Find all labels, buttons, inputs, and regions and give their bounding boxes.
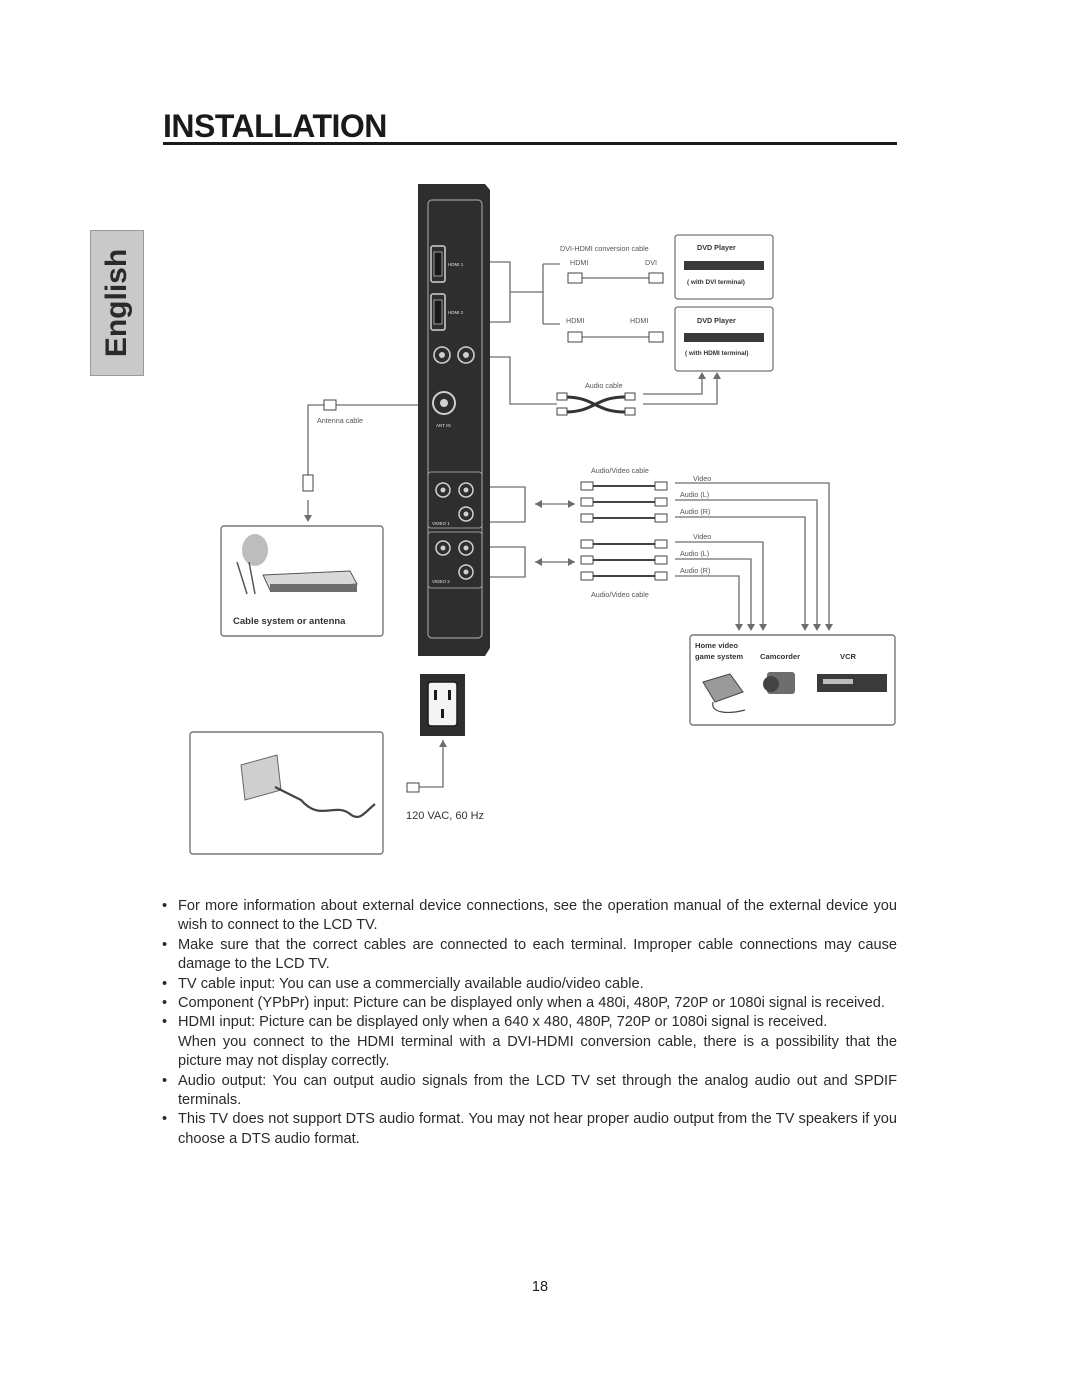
- svg-text:( with DVI terminal): ( with DVI terminal): [687, 279, 745, 286]
- svg-text:Home video: Home video: [695, 641, 738, 650]
- title-underline: [163, 142, 897, 145]
- note-subtext: When you connect to the HDMI terminal wi…: [178, 1033, 897, 1070]
- svg-text:Antenna cable: Antenna cable: [317, 416, 363, 425]
- svg-text:Cable system or antenna: Cable system or antenna: [233, 616, 346, 627]
- svg-text:VCR: VCR: [840, 652, 857, 661]
- svg-text:ANT IN: ANT IN: [436, 423, 451, 428]
- language-tab: English: [90, 230, 144, 376]
- installation-notes: For more information about external devi…: [160, 897, 897, 1149]
- note-item: TV cable input: You can use a commercial…: [160, 975, 897, 995]
- note-item: Component (YPbPr) input: Picture can be …: [160, 994, 897, 1014]
- svg-text:DVI-HDMI conversion cable: DVI-HDMI conversion cable: [560, 244, 649, 253]
- connection-diagram: HDMI 1 HDMI 2 ANT IN VIDEO 1 VIDEO 2 DVI…: [189, 184, 896, 855]
- svg-text:VIDEO 1: VIDEO 1: [432, 521, 450, 526]
- svg-text:Audio (L): Audio (L): [680, 490, 709, 499]
- svg-text:Audio cable: Audio cable: [585, 381, 623, 390]
- language-label: English: [100, 248, 133, 358]
- svg-text:Audio/Video cable: Audio/Video cable: [591, 466, 649, 475]
- page-number: 18: [531, 1279, 549, 1295]
- svg-text:HDMI: HDMI: [566, 316, 584, 325]
- svg-text:game system: game system: [695, 652, 743, 661]
- note-item: Make sure that the correct cables are co…: [160, 936, 897, 975]
- svg-text:HDMI 1: HDMI 1: [448, 262, 464, 267]
- note-item: This TV does not support DTS audio forma…: [160, 1110, 897, 1149]
- svg-text:( with HDMI terminal): ( with HDMI terminal): [685, 350, 749, 357]
- svg-text:Audio (R): Audio (R): [680, 566, 710, 575]
- page-title: INSTALLATION: [163, 108, 387, 144]
- svg-text:Audio/Video cable: Audio/Video cable: [591, 590, 649, 599]
- note-item: HDMI input: Picture can be displayed onl…: [160, 1013, 897, 1071]
- svg-text:Camcorder: Camcorder: [760, 652, 800, 661]
- svg-text:VIDEO 2: VIDEO 2: [432, 579, 450, 584]
- svg-text:DVD Player: DVD Player: [697, 316, 736, 325]
- svg-text:Video: Video: [693, 474, 711, 483]
- svg-text:HDMI: HDMI: [630, 316, 648, 325]
- svg-text:DVI: DVI: [645, 258, 657, 267]
- svg-text:DVD Player: DVD Player: [697, 243, 736, 252]
- svg-text:Audio (L): Audio (L): [680, 549, 709, 558]
- svg-text:HDMI: HDMI: [570, 258, 588, 267]
- note-item: Audio output: You can output audio signa…: [160, 1072, 897, 1111]
- svg-text:Video: Video: [693, 532, 711, 541]
- svg-text:Audio (R): Audio (R): [680, 507, 710, 516]
- svg-text:HDMI 2: HDMI 2: [448, 310, 464, 315]
- svg-text:120 VAC, 60 Hz: 120 VAC, 60 Hz: [406, 810, 484, 822]
- note-item: For more information about external devi…: [160, 897, 897, 936]
